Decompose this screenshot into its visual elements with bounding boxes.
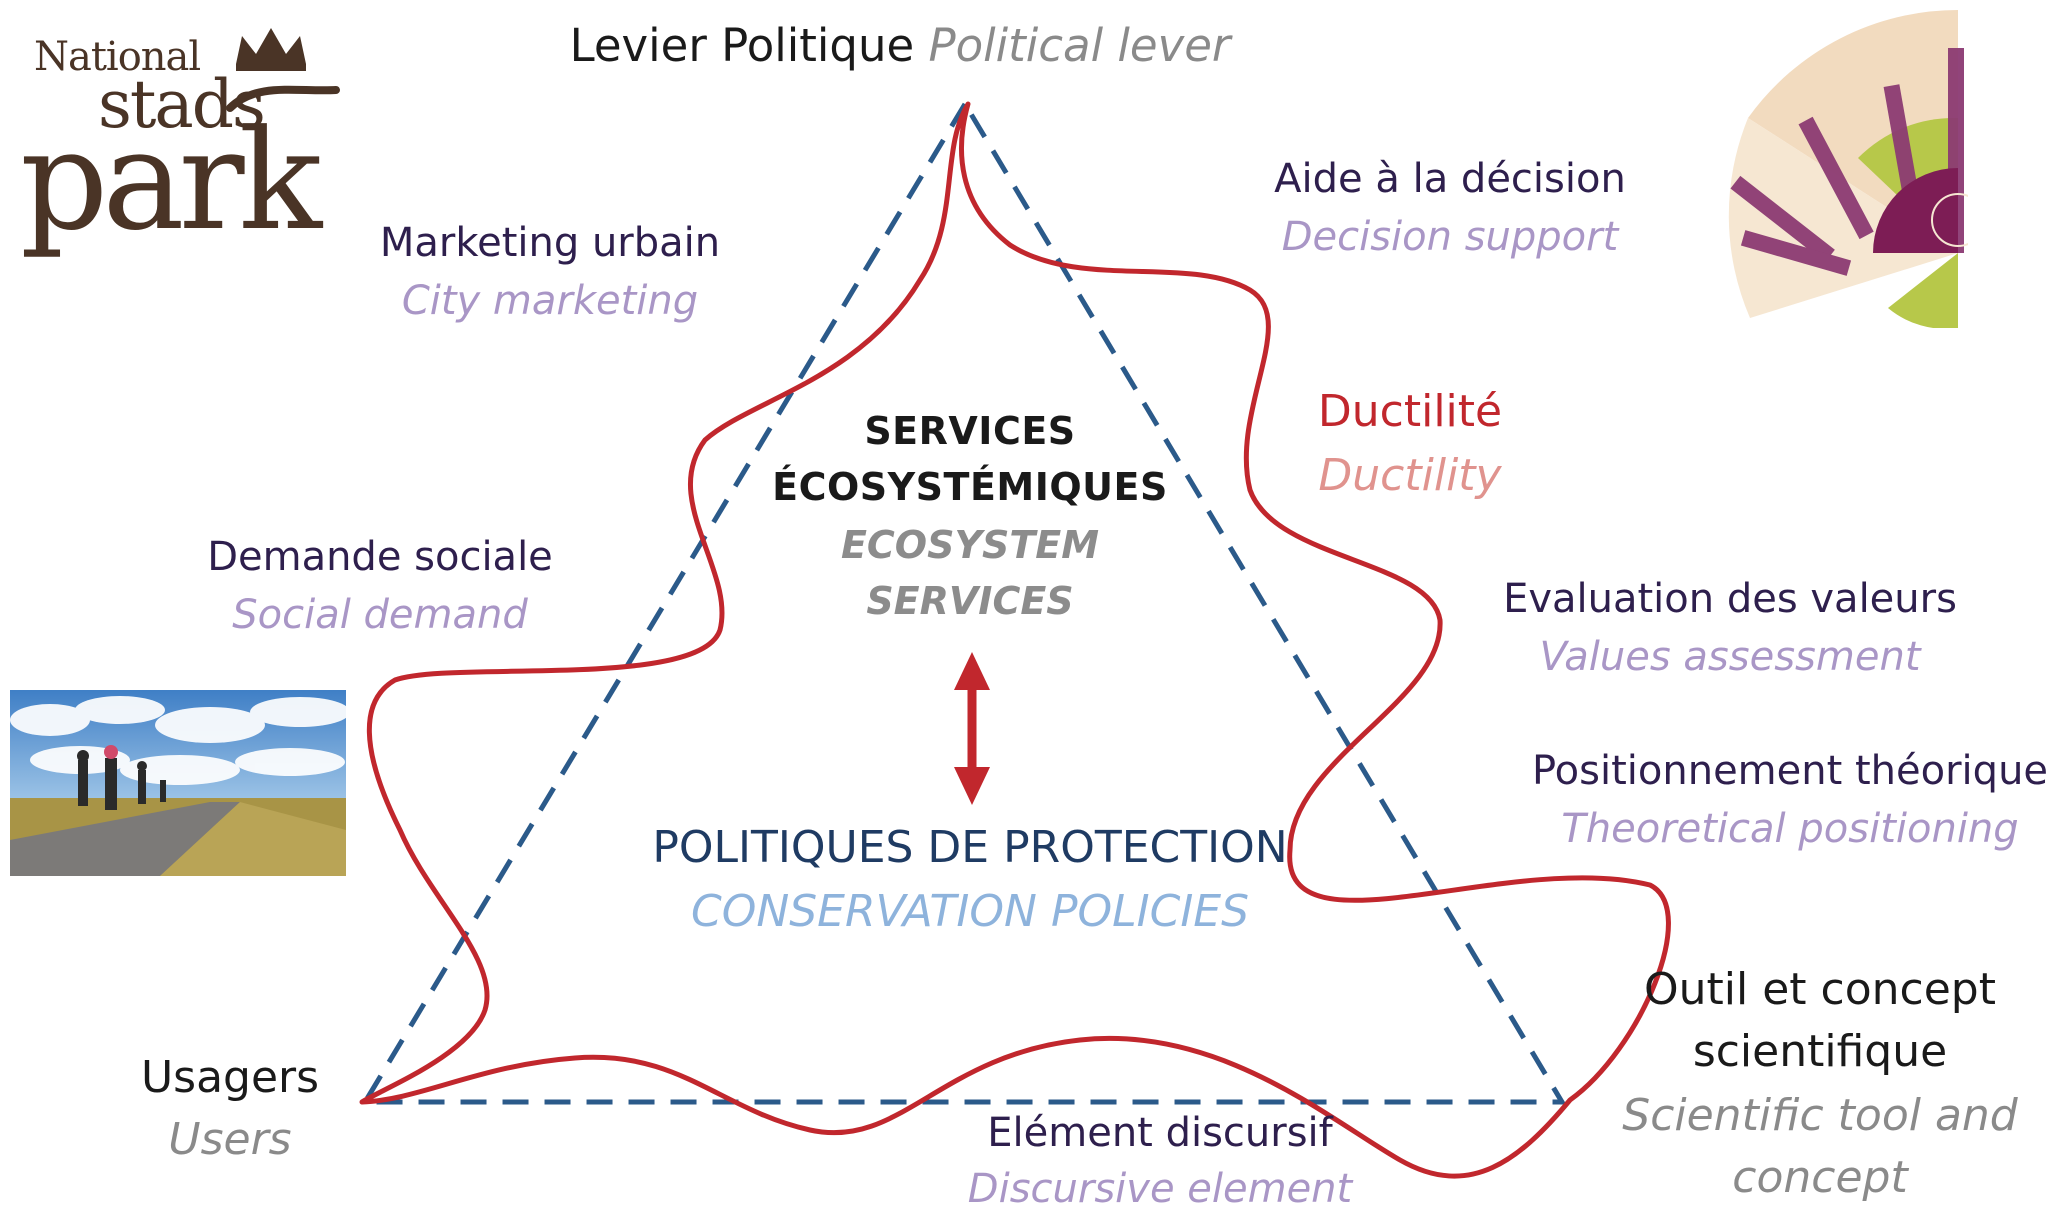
positionnement-fr: Positionnement théorique [1531, 748, 2049, 794]
dashed-triangle [360, 99, 1567, 1105]
crown-icon [236, 28, 306, 71]
aide-fr: Aide à la décision [1274, 156, 1626, 202]
double-arrow-icon [954, 652, 990, 805]
ductilite-fr: Ductilité [1317, 386, 1503, 437]
aide-en: Decision support [1281, 214, 1619, 260]
top-label-fr: Levier Politique [569, 19, 915, 72]
logo-swash [226, 85, 340, 112]
evaluation-en: Values assessment [1539, 634, 1921, 680]
policies-fr: POLITIQUES DE PROTECTION [652, 822, 1288, 873]
ductilite-en: Ductility [1318, 450, 1502, 501]
usagers-fr: Usagers [140, 1052, 320, 1103]
top-label: Levier Politique Political lever [520, 18, 1280, 74]
top-label-en: Political lever [928, 19, 1231, 72]
outil-en-line2: concept [1732, 1152, 1908, 1203]
evaluation-fr: Evaluation des valeurs [1503, 576, 1957, 622]
photo-rollerbladers [10, 690, 346, 876]
policies-en: CONSERVATION POLICIES [690, 886, 1250, 937]
positionnement-en: Theoretical positioning [1561, 806, 2019, 852]
center-en-line1: ECOSYSTEM [840, 523, 1100, 567]
outil-en-line1: Scientific tool and [1622, 1090, 2018, 1141]
demande-en: Social demand [232, 592, 528, 638]
logo-line3: park [20, 100, 322, 261]
usagers-en: Users [168, 1114, 292, 1165]
center-fr-line1: SERVICES [864, 409, 1076, 453]
marketing-fr: Marketing urbain [379, 220, 721, 266]
element-en: Discursive element [967, 1166, 1353, 1212]
radial-chart-icon [1728, 9, 1968, 328]
outil-fr-line2: scientifique [1692, 1026, 1948, 1077]
center-en-line2: SERVICES [866, 579, 1074, 623]
element-fr: Elément discursif [987, 1110, 1333, 1156]
outil-fr-line1: Outil et concept [1644, 964, 1996, 1015]
center-fr-line2: ÉCOSYSTÉMIQUES [772, 465, 1168, 509]
demande-fr: Demande sociale [207, 534, 553, 580]
marketing-en: City marketing [401, 278, 699, 324]
nationalstadspark-logo: National stads park [18, 20, 348, 280]
ductility-wave [359, 101, 1671, 1179]
logo-line1: National [34, 34, 201, 80]
